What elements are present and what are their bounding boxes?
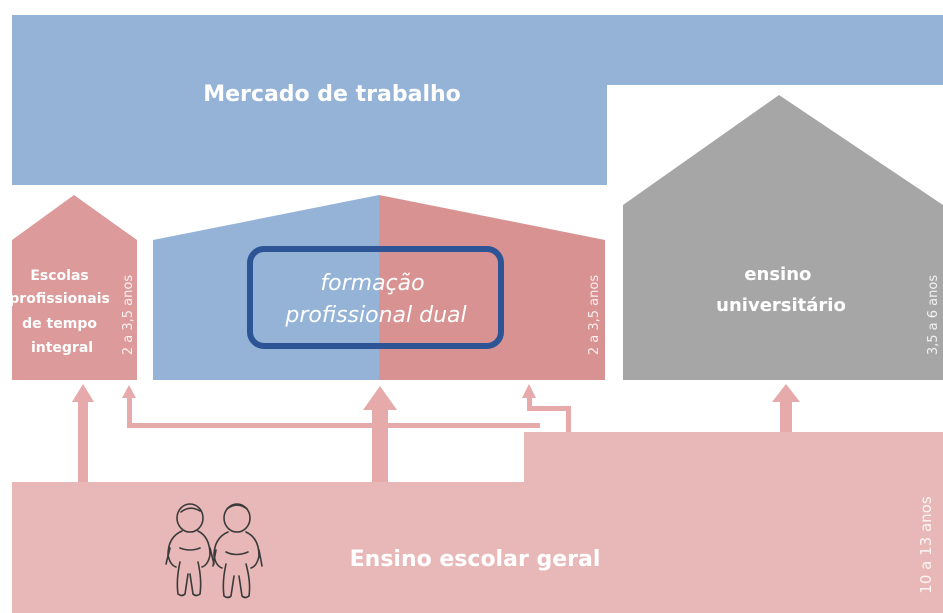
- vocational-schools-line-3: de tempo: [22, 316, 97, 332]
- vocational-schools-line-4: integral: [31, 340, 93, 356]
- student-left: [165, 503, 215, 597]
- arrow-dual-step-shaft: [527, 397, 532, 411]
- dual-training-line-2: profissional dual: [284, 303, 466, 328]
- university-line-2: universitário: [716, 295, 846, 316]
- dual-training-duration: 2 a 3,5 anos: [587, 275, 602, 355]
- arrow-vocational-shaft: [78, 400, 88, 482]
- dual-training-frame: [247, 246, 504, 349]
- labor-market-band: [12, 15, 943, 185]
- vocational-schools-line-1: Escolas: [30, 268, 88, 284]
- vocational-schools-block: [12, 195, 137, 380]
- university-duration: 3,5 a 6 anos: [926, 275, 941, 355]
- university-line-1: ensino: [744, 264, 811, 285]
- general-school-label: Ensino escolar geral: [350, 547, 601, 572]
- dual-training-block-left: [153, 195, 379, 380]
- dual-training-block-right: [379, 195, 605, 380]
- student-right: [212, 503, 263, 599]
- arrow-vocational-thin-head: [122, 385, 136, 398]
- arrow-thin-horizontal: [127, 423, 540, 428]
- university-block: [623, 95, 943, 380]
- arrow-dual-head: [363, 386, 397, 410]
- students-sketch: [165, 503, 263, 599]
- arrow-dual-step-horizontal: [527, 406, 571, 411]
- dual-training-line-1: formação: [320, 271, 424, 296]
- arrow-university-shaft: [780, 398, 792, 432]
- arrow-dual-step-vertical: [566, 406, 571, 432]
- general-school-base: [12, 432, 943, 613]
- arrow-dual-shaft: [372, 408, 388, 482]
- labor-market-label: Mercado de trabalho: [203, 82, 461, 107]
- arrow-dual-step-head: [522, 384, 536, 398]
- vocational-schools-label: Escolas profissionais de tempo integral: [9, 268, 114, 356]
- university-label: ensino universitário: [716, 264, 846, 316]
- arrows: [72, 384, 800, 482]
- general-school-duration: 10 a 13 anos: [917, 496, 935, 594]
- arrow-vocational-thin-shaft: [127, 397, 132, 427]
- arrow-vocational-head: [72, 384, 94, 402]
- vocational-schools-line-2: profissionais: [9, 291, 110, 307]
- vocational-schools-duration: 2 a 3,5 anos: [121, 275, 136, 355]
- arrow-university-head: [772, 384, 800, 402]
- dual-training-label: formação profissional dual: [284, 271, 466, 328]
